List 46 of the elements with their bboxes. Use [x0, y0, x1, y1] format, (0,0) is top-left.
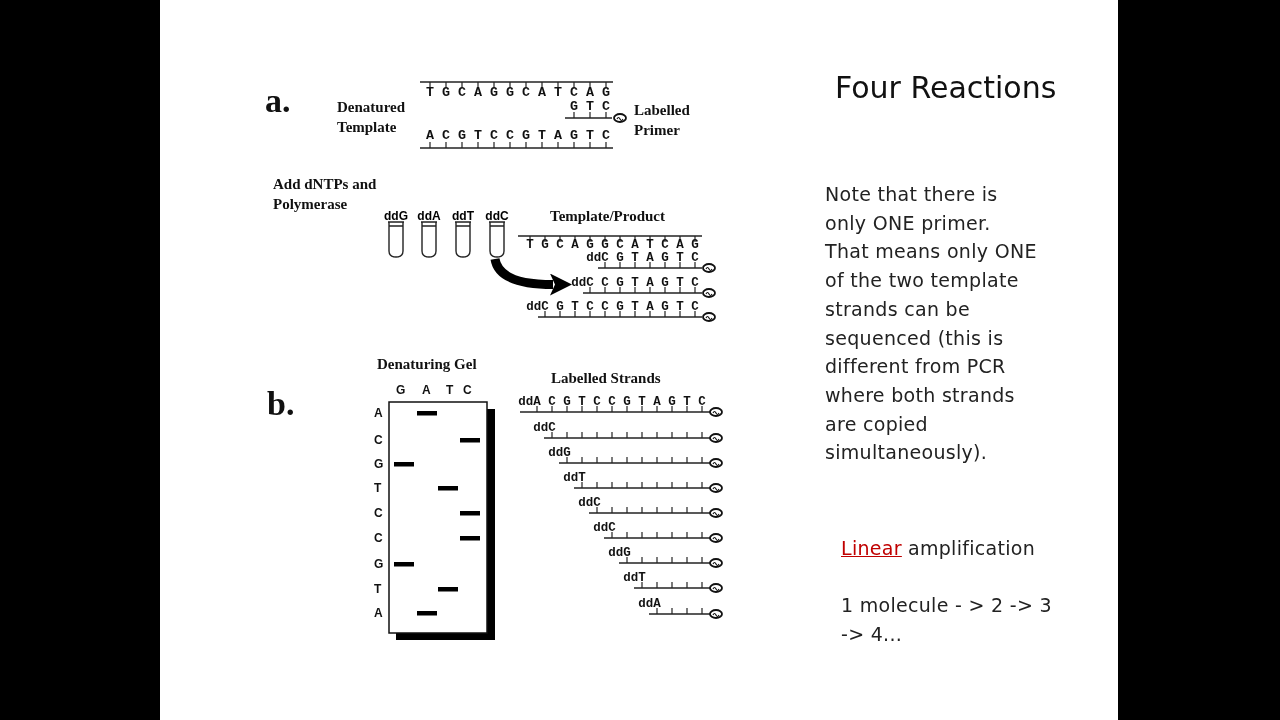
band-base-label: A — [374, 406, 383, 420]
template-label: Denatured Template — [337, 98, 407, 137]
terminator-label: ddT — [623, 572, 646, 585]
lane-label: G — [396, 383, 406, 397]
terminator-label: ddG — [548, 447, 571, 460]
section-heading: Template/Product — [550, 207, 665, 226]
slide-title: Four Reactions — [835, 70, 1057, 105]
band-base-label: T — [374, 582, 382, 596]
terminator-label: ddA — [638, 598, 661, 611]
key-term: Linear — [841, 536, 902, 561]
base-sequence: ddA C G T C C G T A G T C — [518, 396, 706, 409]
terminator-label: ddC — [593, 522, 616, 535]
step-label: Add dNTPs and Polymerase — [273, 175, 378, 214]
base-sequence: G T C — [570, 100, 610, 114]
panel-letter: b. — [267, 385, 295, 423]
lane-label: T — [446, 383, 454, 397]
base-sequence: ddC C G T A G T C — [571, 277, 699, 290]
base-sequence: ddC G T C C G T A G T C — [526, 301, 699, 314]
band-base-label: C — [374, 433, 383, 447]
tube-label: ddG — [383, 209, 409, 223]
base-sequence: T G C A G G C A T C A G — [526, 239, 699, 252]
terminator-label: ddC — [533, 422, 556, 435]
band-base-label: C — [374, 531, 383, 545]
section-heading: Denaturing Gel — [377, 355, 477, 374]
note-paragraph: Note that there is only ONE primer. That means only ONE of the two template strands can be sequenced (this is different from PCR where both strands are copied simultaneously). — [825, 182, 1037, 466]
tube-label: ddT — [451, 209, 475, 223]
lane-label: C — [463, 383, 472, 397]
tube-label: ddA — [416, 209, 442, 223]
band-base-label: G — [374, 457, 384, 471]
terminator-label: ddC — [578, 497, 601, 510]
terminator-label: ddG — [608, 547, 631, 560]
band-base-label: C — [374, 506, 383, 520]
band-base-label: A — [374, 606, 383, 620]
tube-label: ddC — [484, 209, 510, 223]
band-base-label: G — [374, 557, 384, 571]
section-heading: Labelled Strands — [551, 369, 661, 388]
base-sequence: A C G T C C G T A G T C — [426, 129, 610, 143]
note-text: amplification — [908, 536, 1036, 561]
primer-label: Labelled Primer — [634, 101, 691, 140]
base-sequence: T G C A G G C A T C A G — [426, 86, 610, 100]
lane-label: A — [422, 383, 431, 397]
terminator-label: ddT — [563, 472, 586, 485]
panel-letter: a. — [265, 82, 291, 120]
base-sequence: ddC G T A G T C — [586, 252, 699, 265]
note-paragraph: 1 molecule - > 2 -> 3 -> 4... — [841, 593, 1053, 647]
band-base-label: T — [374, 481, 382, 495]
